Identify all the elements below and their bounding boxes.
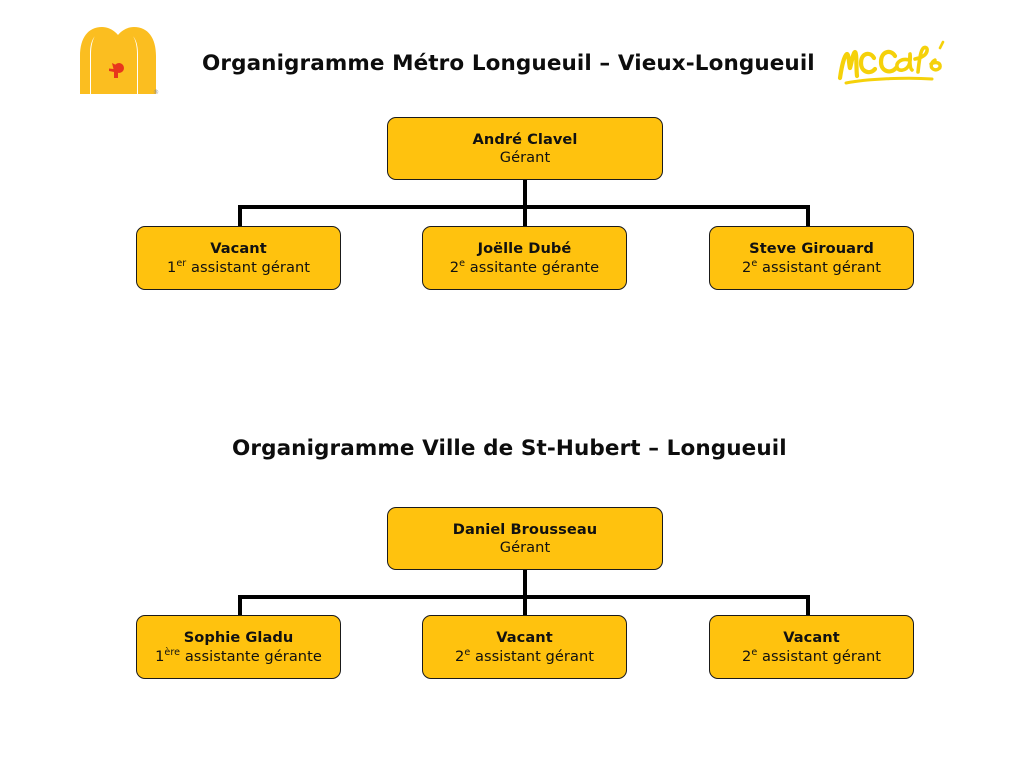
mccafe-letter-f xyxy=(913,45,929,74)
mccafe-letter-a xyxy=(895,52,914,72)
connector-drop-right-chart-2 xyxy=(806,595,810,617)
mccafe-letter-c2 xyxy=(878,49,899,74)
arch-left-shape xyxy=(91,31,113,94)
mccafe-underline-swash xyxy=(844,76,934,85)
org-node-name: Vacant xyxy=(210,240,267,258)
org-node-role: 2e assistant gérant xyxy=(454,646,595,665)
org-node-name: André Clavel xyxy=(472,130,578,148)
mccafe-accent-mark xyxy=(938,40,945,50)
org-node-child-1-chart-2[interactable]: Sophie Gladu 1ère assistante gérante xyxy=(136,615,341,679)
page-title-chart-2: Organigramme Ville de St-Hubert – Longue… xyxy=(232,436,787,461)
arches-outline-shape xyxy=(80,27,156,94)
org-node-root-chart-1[interactable]: André Clavel Gérant xyxy=(387,117,663,180)
org-node-role: 1ère assistante gérante xyxy=(155,646,322,665)
mccafe-letter-c1 xyxy=(858,51,878,75)
trademark-mark: ® xyxy=(153,89,159,96)
mccafe-logo xyxy=(832,38,950,90)
org-node-name: Sophie Gladu xyxy=(183,629,294,647)
org-node-name: Vacant xyxy=(783,629,840,647)
connector-drop-left-chart-1 xyxy=(238,205,242,227)
org-node-child-3-chart-2[interactable]: Vacant 2e assistant gérant xyxy=(709,615,914,679)
mcdonalds-golden-arches-logo: ® xyxy=(68,24,160,98)
org-node-child-2-chart-2[interactable]: Vacant 2e assistant gérant xyxy=(422,615,627,679)
connector-root-stem-chart-2 xyxy=(523,570,527,597)
org-node-child-2-chart-1[interactable]: Joëlle Dubé 2e assitante gérante xyxy=(422,226,627,290)
page-title-chart-1: Organigramme Métro Longueuil – Vieux-Lon… xyxy=(202,51,815,76)
maple-leaf-core xyxy=(114,63,124,73)
mccafe-letter-m xyxy=(837,49,860,81)
org-node-role: 2e assistant gérant xyxy=(741,257,882,276)
org-node-name: Vacant xyxy=(496,629,553,647)
org-node-role: Gérant xyxy=(499,539,551,556)
org-node-name: Joëlle Dubé xyxy=(477,240,572,258)
connector-drop-right-chart-1 xyxy=(806,205,810,227)
org-node-role: Gérant xyxy=(499,149,551,166)
org-node-role: 1er assistant gérant xyxy=(166,257,311,276)
org-node-name: Daniel Brousseau xyxy=(452,520,598,538)
org-node-name: Steve Girouard xyxy=(749,240,874,258)
mccafe-letter-e xyxy=(929,58,942,72)
org-node-child-3-chart-1[interactable]: Steve Girouard 2e assistant gérant xyxy=(709,226,914,290)
org-node-role: 2e assitante gérante xyxy=(449,257,600,276)
arch-right-shape xyxy=(115,31,137,94)
connector-drop-middle-chart-1 xyxy=(523,205,527,227)
connector-root-stem-chart-1 xyxy=(523,180,527,207)
org-node-root-chart-2[interactable]: Daniel Brousseau Gérant xyxy=(387,507,663,570)
org-node-role: 2e assistant gérant xyxy=(741,646,882,665)
connector-drop-left-chart-2 xyxy=(238,595,242,617)
connector-drop-middle-chart-2 xyxy=(523,595,527,617)
org-node-child-1-chart-1[interactable]: Vacant 1er assistant gérant xyxy=(136,226,341,290)
